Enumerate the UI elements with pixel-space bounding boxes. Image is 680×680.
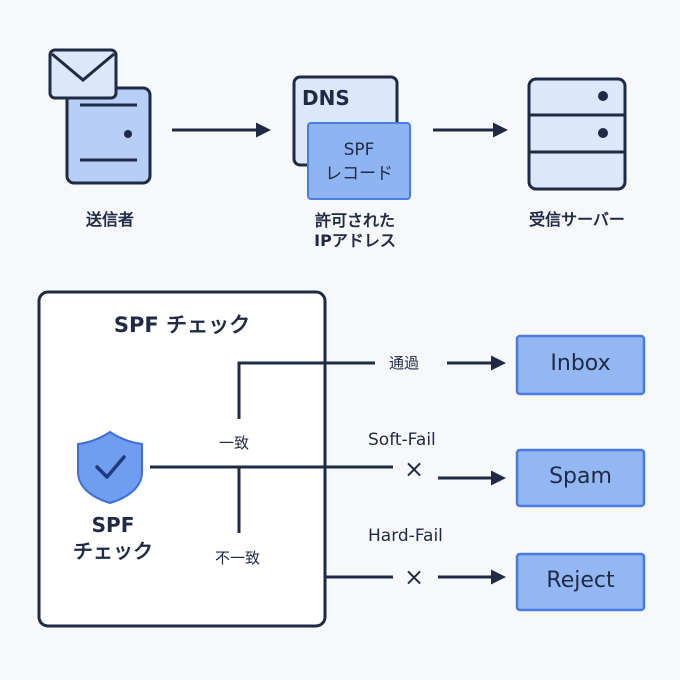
reject-box — [515, 552, 646, 612]
sender-server-icon — [65, 86, 152, 185]
spf-record-line1: SPF — [343, 140, 375, 160]
softfail-cross-icon: × — [404, 455, 425, 483]
inbox-box — [515, 334, 646, 396]
softfail-label: Soft-Fail — [368, 430, 436, 450]
mismatch-label: 不一致 — [211, 548, 265, 568]
envelope-icon — [48, 48, 118, 100]
receiver-label: 受信サーバー — [529, 210, 625, 229]
panel-title: SPF チェック — [113, 313, 251, 337]
shield-label-line2: チェック — [73, 539, 153, 563]
allowed-ip-line1: 許可された — [314, 211, 395, 230]
shield-label: SPF チェック — [58, 512, 168, 564]
allowed-ip-line2: IPアドレス — [314, 231, 396, 250]
pass-label: 通過 — [385, 353, 424, 373]
inbox-label: Inbox — [550, 351, 611, 376]
receiver-server-icon — [527, 77, 627, 191]
sender-label: 送信者 — [85, 210, 134, 229]
reject-label: Reject — [546, 568, 615, 593]
spam-box — [515, 448, 646, 508]
spam-label: Spam — [549, 464, 612, 489]
shield-check-icon — [77, 430, 143, 505]
spf-record-box — [307, 122, 411, 200]
dns-label: DNS — [302, 86, 350, 110]
hardfail-cross-icon: × — [404, 563, 425, 591]
spf-check-panel — [37, 290, 327, 628]
shield-label-line1: SPF — [91, 513, 135, 537]
match-label: 一致 — [215, 433, 254, 453]
allowed-ip-label: 許可された IPアドレス — [290, 211, 420, 251]
hardfail-label: Hard-Fail — [368, 526, 443, 546]
spf-record-label: SPF レコード — [308, 138, 410, 186]
spf-record-line2: レコード — [325, 164, 393, 184]
